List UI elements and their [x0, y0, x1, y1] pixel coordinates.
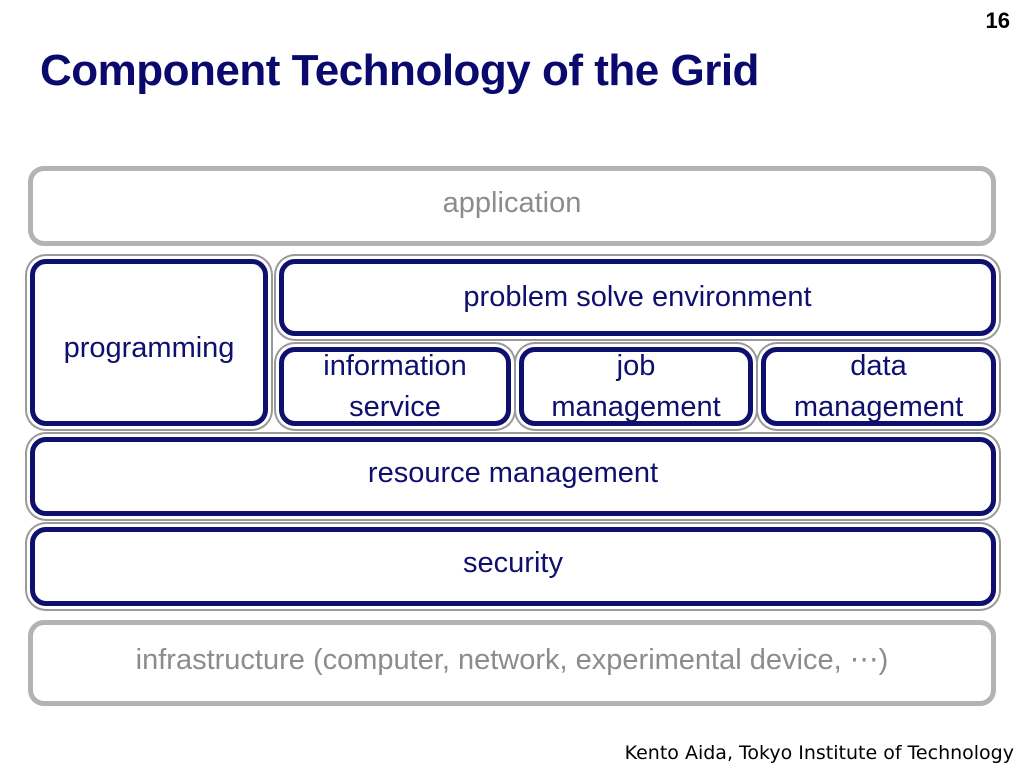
layer-resource-management-label: resource management [367, 457, 659, 490]
layer-job-management-line2: management [551, 390, 721, 423]
layer-data-management-line1: data [850, 350, 907, 383]
layer-information-service: information service [279, 347, 511, 426]
layer-application: application [28, 166, 996, 246]
layer-job-management-line1: job [616, 350, 656, 383]
layer-job-management: job management [519, 347, 753, 426]
layer-data-management: data management [761, 347, 996, 426]
page-number: 16 [985, 8, 1010, 33]
layer-information-service-line2: service [349, 390, 441, 423]
layer-infrastructure: infrastructure (computer, network, exper… [28, 620, 996, 706]
layer-resource-management: resource management [30, 437, 996, 516]
layer-security: security [30, 527, 996, 606]
slide-title: Component Technology of the Grid [40, 46, 759, 95]
layer-programming-label: programming [63, 332, 235, 364]
layer-programming: programming [30, 259, 268, 426]
layer-security-label: security [463, 547, 563, 580]
layer-data-management-line2: management [793, 390, 964, 423]
layer-problem-solve-environment: problem solve environment [279, 259, 996, 336]
footer-credit: Kento Aida, Tokyo Institute of Technolog… [624, 742, 1014, 764]
layer-information-service-line1: information [323, 350, 467, 383]
layer-infrastructure-label: infrastructure (computer, network, exper… [135, 643, 889, 676]
layer-application-label: application [442, 186, 582, 219]
layer-problem-solve-environment-label: problem solve environment [463, 281, 812, 314]
